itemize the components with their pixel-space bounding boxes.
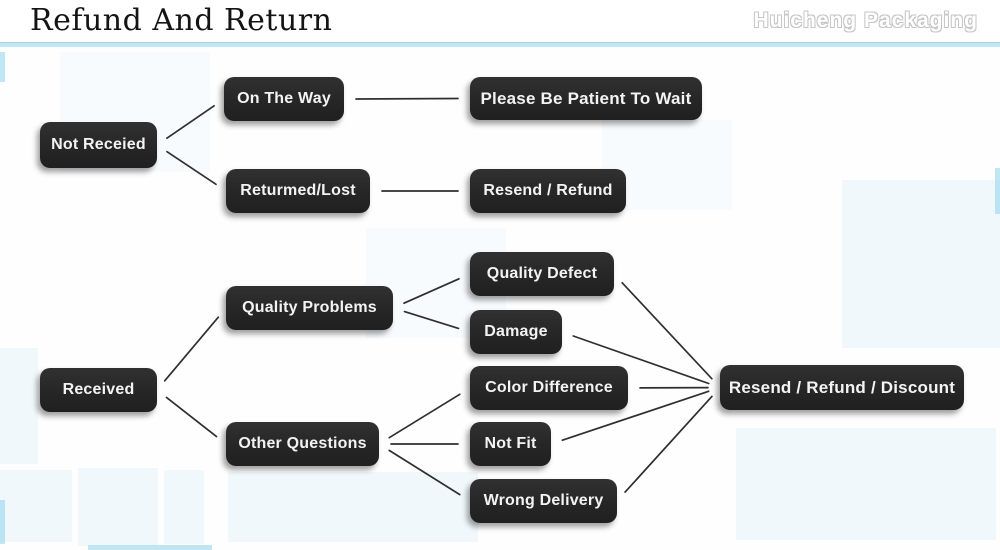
bg-accent	[0, 52, 5, 82]
node-wrong-delivery: Wrong Delivery	[470, 479, 617, 523]
node-on-the-way: On The Way	[224, 77, 344, 121]
node-quality-problems: Quality Problems	[226, 286, 393, 330]
page-title: Refund And Return	[30, 3, 333, 38]
connector-quality_problems-quality_defect	[403, 277, 460, 305]
connector-quality_defect-resend_refund_discount	[621, 281, 713, 380]
connector-wrong_delivery-resend_refund_discount	[624, 395, 713, 493]
bg-accent	[995, 168, 1000, 214]
bg-accent	[88, 545, 212, 550]
node-damage: Damage	[470, 310, 562, 354]
node-not-fit: Not Fit	[470, 422, 551, 466]
node-other-questions: Other Questions	[226, 422, 379, 466]
brand-logo-text: Huicheng Packaging	[753, 9, 978, 32]
node-quality-defect: Quality Defect	[470, 252, 614, 296]
connector-not_received-returned_lost	[166, 150, 217, 186]
node-color-difference: Color Difference	[470, 366, 628, 410]
bg-tile	[0, 348, 38, 464]
bg-tile	[164, 470, 204, 544]
header-divider	[0, 42, 1000, 47]
bg-tile	[736, 428, 996, 540]
node-returned-lost: Returmed/Lost	[226, 169, 370, 213]
connector-received-quality_problems	[163, 316, 220, 382]
bg-tile	[78, 468, 158, 546]
connector-on_the_way-please_wait	[355, 97, 459, 100]
connector-not_received-on_the_way	[166, 104, 215, 140]
bg-tile	[0, 470, 72, 542]
node-resend-refund-discount: Resend / Refund / Discount	[720, 365, 964, 410]
header: Refund And Return Huicheng Packaging	[0, 0, 1000, 42]
connector-other_questions-color_difference	[388, 393, 461, 439]
node-resend-refund: Resend / Refund	[470, 169, 626, 213]
node-received: Received	[40, 368, 157, 412]
connector-received-other_questions	[165, 396, 218, 438]
node-not-received: Not Receied	[40, 122, 157, 168]
connector-other_questions-wrong_delivery	[388, 449, 461, 496]
bg-accent	[0, 500, 5, 544]
node-please-be-patient: Please Be Patient To Wait	[470, 77, 702, 120]
bg-tile	[842, 180, 1000, 348]
connector-quality_problems-damage	[403, 310, 460, 330]
